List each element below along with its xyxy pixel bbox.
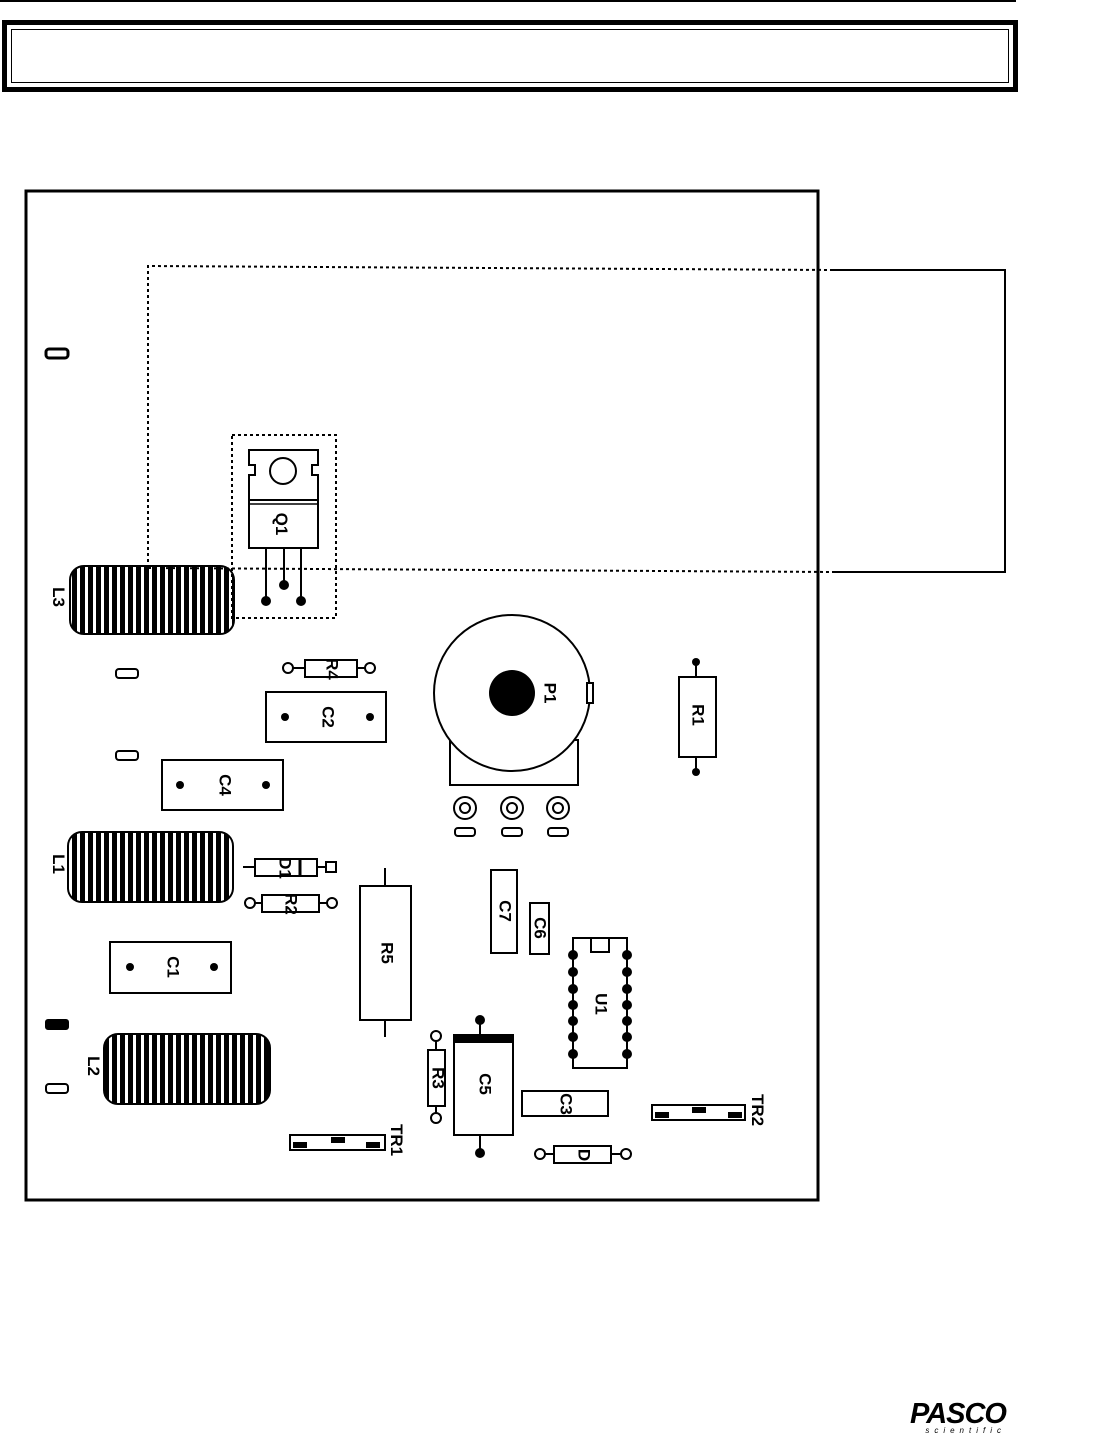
heatsink-dotted-bottom <box>147 567 833 573</box>
label-c3: C3 <box>557 1093 576 1115</box>
capacitor-c4 <box>161 759 284 811</box>
inductor-l3 <box>69 565 235 635</box>
diode-d1 <box>243 858 337 877</box>
label-d: D <box>575 1149 594 1161</box>
label-r5: R5 <box>378 942 397 964</box>
label-r3: R3 <box>429 1067 448 1089</box>
label-c2: C2 <box>319 706 338 728</box>
label-l3: L3 <box>49 587 68 607</box>
resistor-r4 <box>282 659 376 678</box>
pad-left-1 <box>44 347 70 360</box>
title-bar <box>2 20 1018 92</box>
label-r1: R1 <box>689 704 708 726</box>
capacitor-c2 <box>265 691 387 743</box>
label-tr1: TR1 <box>387 1124 406 1156</box>
potentiometer-p1 <box>433 614 594 837</box>
resistor-r3 <box>427 1030 446 1124</box>
title-bar-inner <box>11 29 1009 83</box>
resistor-r5 <box>359 868 412 1037</box>
label-c7: C7 <box>496 900 515 922</box>
resistor-r1 <box>678 658 717 776</box>
logo-brand: PASCO <box>910 1398 1007 1430</box>
label-c4: C4 <box>216 774 235 796</box>
trimmer-tr1 <box>289 1134 386 1151</box>
capacitor-c7 <box>490 869 518 954</box>
pad-left-4 <box>45 1019 69 1030</box>
external-wire <box>832 269 1006 573</box>
label-r4: R4 <box>323 658 342 680</box>
label-c5: C5 <box>476 1073 495 1095</box>
inductor-l2 <box>103 1033 271 1105</box>
label-l1: L1 <box>49 854 68 874</box>
board-outline <box>24 189 820 1202</box>
pasco-logo: PASCO scientific <box>888 1398 1007 1435</box>
capacitor-c1 <box>109 941 232 994</box>
logo-subtitle: scientific <box>925 1426 1006 1435</box>
ic-u1 <box>568 937 632 1069</box>
q1-dotted-outline <box>231 434 337 619</box>
label-r2: R2 <box>282 893 301 915</box>
page-top-rule <box>0 0 1016 2</box>
diode-d <box>534 1145 632 1164</box>
transistor-q1 <box>248 449 319 606</box>
capacitor-c6 <box>529 902 550 955</box>
label-d1: D1 <box>276 857 295 879</box>
trimmer-tr2 <box>651 1104 746 1121</box>
label-c1: C1 <box>164 956 183 978</box>
label-q1: Q1 <box>272 513 291 536</box>
capacitor-c5 <box>453 1015 514 1158</box>
inductor-l1 <box>67 831 234 903</box>
capacitor-c3 <box>521 1090 609 1117</box>
label-u1: U1 <box>592 993 611 1015</box>
pad-left-2 <box>115 668 139 679</box>
label-tr2: TR2 <box>748 1094 767 1126</box>
label-l2: L2 <box>84 1056 103 1076</box>
pad-left-5 <box>45 1083 69 1094</box>
label-p1: P1 <box>541 683 560 704</box>
heatsink-dotted-outline <box>147 264 833 568</box>
pad-left-3 <box>115 750 139 761</box>
resistor-r2 <box>244 894 338 913</box>
label-c6: C6 <box>531 917 550 939</box>
